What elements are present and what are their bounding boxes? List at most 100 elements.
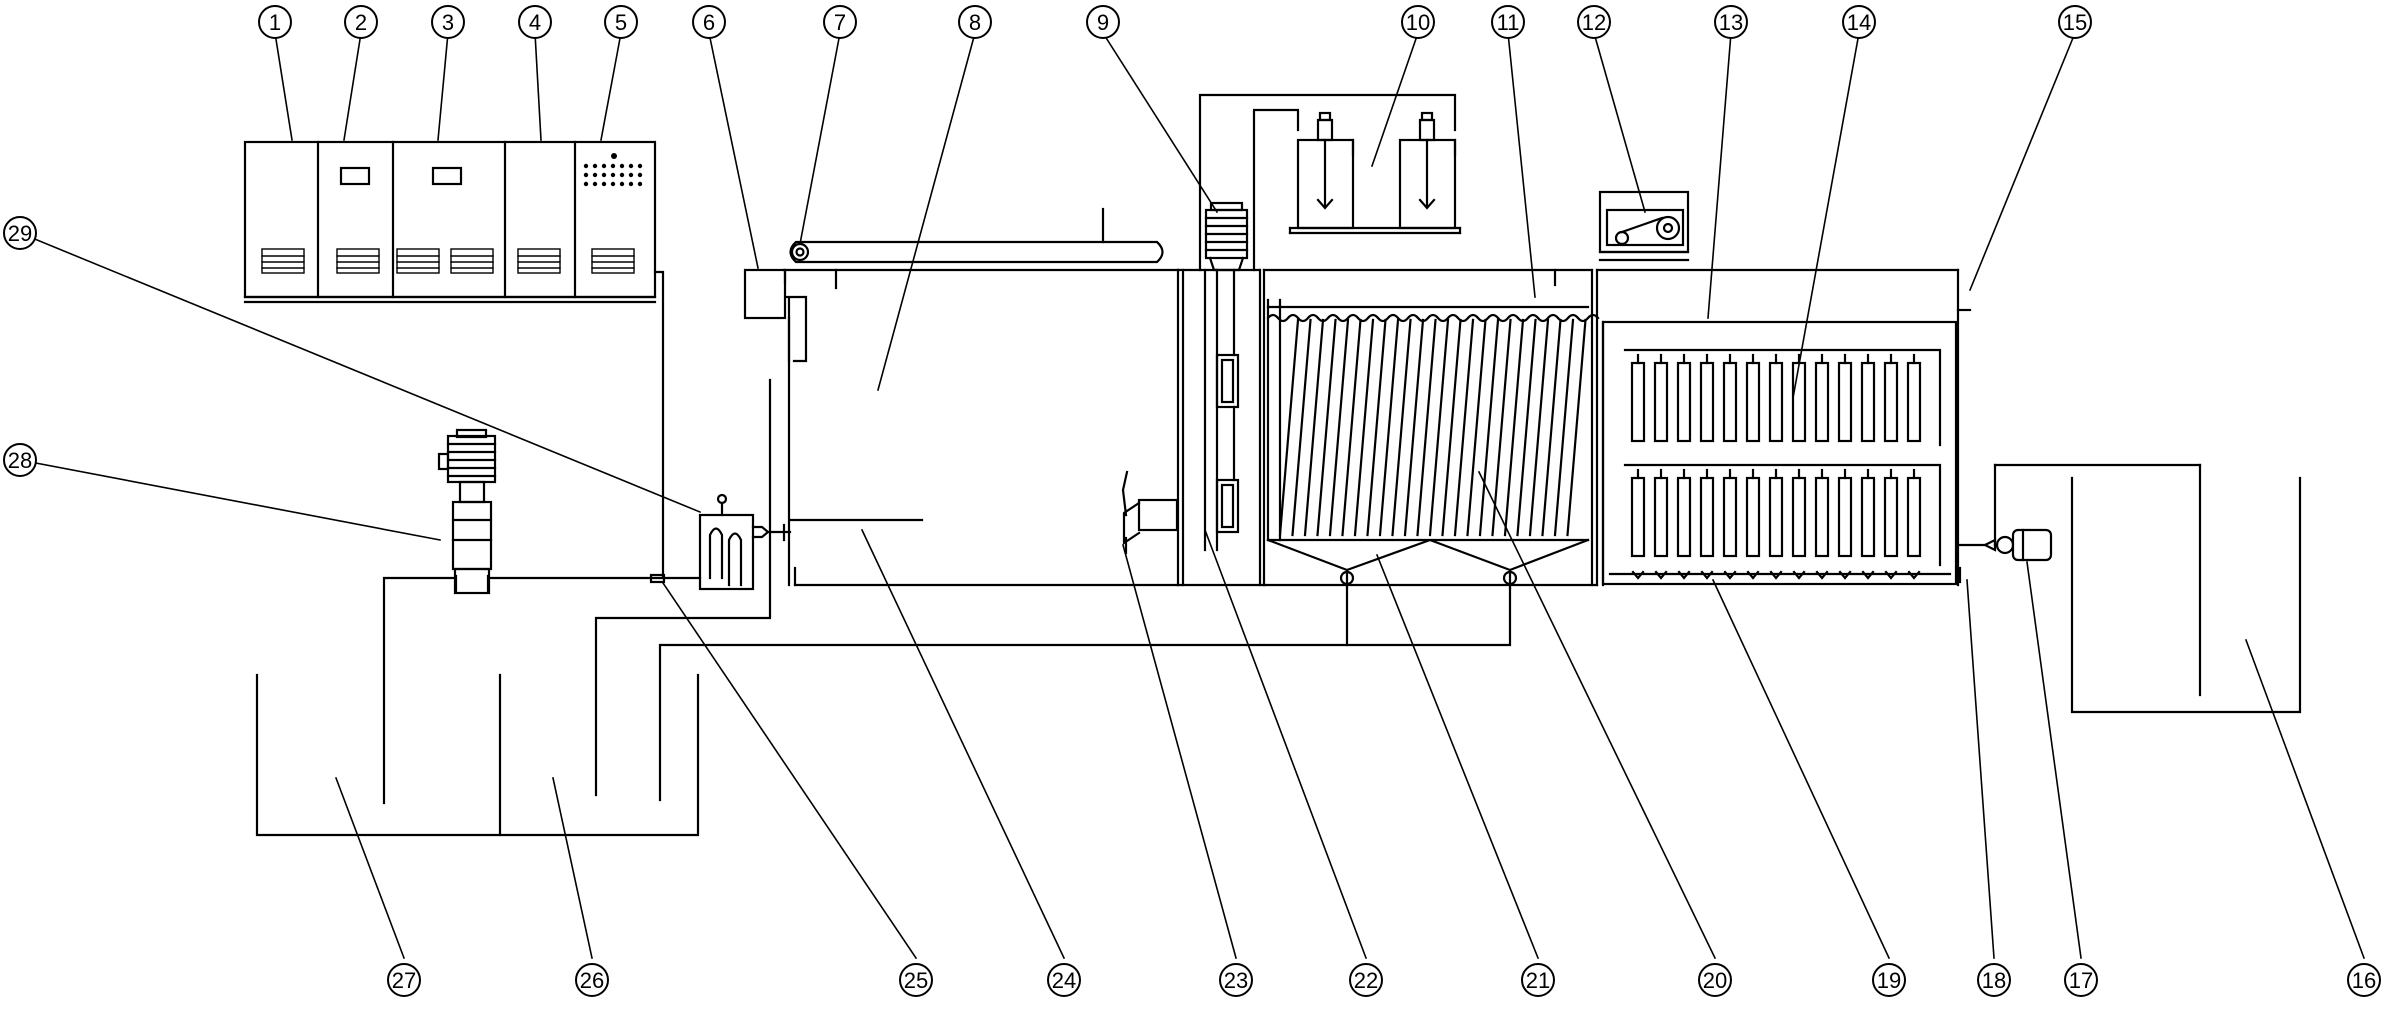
callout-circle <box>1219 963 1253 997</box>
callout-number: 5 <box>615 10 627 35</box>
callout-9: 9 <box>1086 5 1120 39</box>
callout-circle <box>1521 963 1555 997</box>
callout-number: 20 <box>1703 968 1727 993</box>
settler-plate <box>1491 318 1512 537</box>
callout-circle <box>2064 963 2098 997</box>
aeration-diffuser <box>1654 570 1668 580</box>
lift-pump <box>437 428 497 595</box>
collection-tank-outline <box>255 673 700 837</box>
aeration-diffuser <box>1700 570 1714 580</box>
callout-14: 14 <box>1842 5 1876 39</box>
membrane-element <box>1768 361 1784 443</box>
inclined-plate-settler <box>1262 268 1600 590</box>
membrane-element <box>1653 476 1669 558</box>
callout-10: 10 <box>1401 5 1435 39</box>
settler-plate <box>1466 318 1487 537</box>
callout-number: 4 <box>529 10 541 35</box>
membrane-element <box>1883 476 1899 558</box>
callout-number: 26 <box>580 968 604 993</box>
settler-plate <box>1453 318 1475 537</box>
callout-circle <box>3 216 37 250</box>
callout-circle <box>1401 5 1435 39</box>
callout-number: 8 <box>969 10 981 35</box>
callout-23: 23 <box>1219 963 1253 997</box>
callout-number: 15 <box>2063 10 2087 35</box>
aeration-diffuser <box>1792 570 1806 580</box>
callout-circle <box>2347 963 2381 997</box>
callout-circle <box>1349 963 1383 997</box>
permeate-system <box>1956 308 2302 714</box>
callout-circle <box>387 963 421 997</box>
settler-plate <box>1278 318 1300 537</box>
settler-plate <box>1378 318 1400 537</box>
callout-circle <box>1047 963 1081 997</box>
membrane-element <box>1630 361 1646 443</box>
callout-15: 15 <box>2058 5 2092 39</box>
aeration-diffuser <box>1815 570 1829 580</box>
aeration-diffuser <box>1723 570 1737 580</box>
callout-circle <box>692 5 726 39</box>
aeration-diffuser <box>1631 570 1645 580</box>
settler-plate <box>1353 318 1375 537</box>
callout-4: 4 <box>518 5 552 39</box>
settler-plate <box>1366 318 1387 537</box>
callout-number: 23 <box>1224 968 1248 993</box>
membrane-element <box>1837 476 1853 558</box>
callout-13: 13 <box>1714 5 1748 39</box>
callout-11: 11 <box>1491 5 1525 39</box>
callout-number: 3 <box>442 10 454 35</box>
aeration-diffuser <box>1677 570 1691 580</box>
aeration-diffuser <box>1907 570 1921 580</box>
aeration-diffuser <box>1746 570 1760 580</box>
callout-number: 10 <box>1406 10 1430 35</box>
callout-1: 1 <box>258 5 292 39</box>
settler-plate <box>1566 318 1587 537</box>
aeration-diffuser <box>1838 570 1852 580</box>
aeration-diffuser <box>1884 570 1898 580</box>
membrane-element <box>1630 476 1646 558</box>
settler-plate <box>1291 318 1312 537</box>
callout-circle <box>344 5 378 39</box>
settler-plate <box>1391 318 1412 537</box>
callout-number: 13 <box>1719 10 1743 35</box>
callout-number: 16 <box>2352 968 2376 993</box>
membrane-element <box>1860 476 1876 558</box>
callout-5: 5 <box>604 5 638 39</box>
callout-circle <box>823 5 857 39</box>
membrane-element <box>1722 361 1738 443</box>
callout-17: 17 <box>2064 963 2098 997</box>
callout-8: 8 <box>958 5 992 39</box>
callout-number: 1 <box>269 10 281 35</box>
settler-plate <box>1328 318 1350 537</box>
membrane-element <box>1768 476 1784 558</box>
membrane-element <box>1906 361 1922 443</box>
membrane-element <box>1883 361 1899 443</box>
callout-circle <box>258 5 292 39</box>
membrane-element <box>1814 361 1830 443</box>
settler-plate <box>1528 318 1550 537</box>
settler-plate <box>1441 318 1462 537</box>
callout-26: 26 <box>575 963 609 997</box>
control-cabinets <box>243 140 657 304</box>
settler-plate <box>1341 318 1362 537</box>
settler-plate <box>1403 318 1425 537</box>
callout-29: 29 <box>3 216 37 250</box>
membrane-element <box>1860 361 1876 443</box>
membrane-element <box>1906 476 1922 558</box>
settler-plate <box>1316 318 1337 537</box>
membrane-element <box>1676 361 1692 443</box>
callout-number: 14 <box>1847 10 1871 35</box>
callout-circle <box>604 5 638 39</box>
callout-24: 24 <box>1047 963 1081 997</box>
callout-circle <box>518 5 552 39</box>
callout-7: 7 <box>823 5 857 39</box>
callout-number: 21 <box>1526 968 1550 993</box>
callout-20: 20 <box>1698 963 1732 997</box>
callout-circle <box>1577 5 1611 39</box>
membrane-element <box>1699 476 1715 558</box>
callout-16: 16 <box>2347 963 2381 997</box>
callout-circle <box>1698 963 1732 997</box>
callout-circle <box>958 5 992 39</box>
